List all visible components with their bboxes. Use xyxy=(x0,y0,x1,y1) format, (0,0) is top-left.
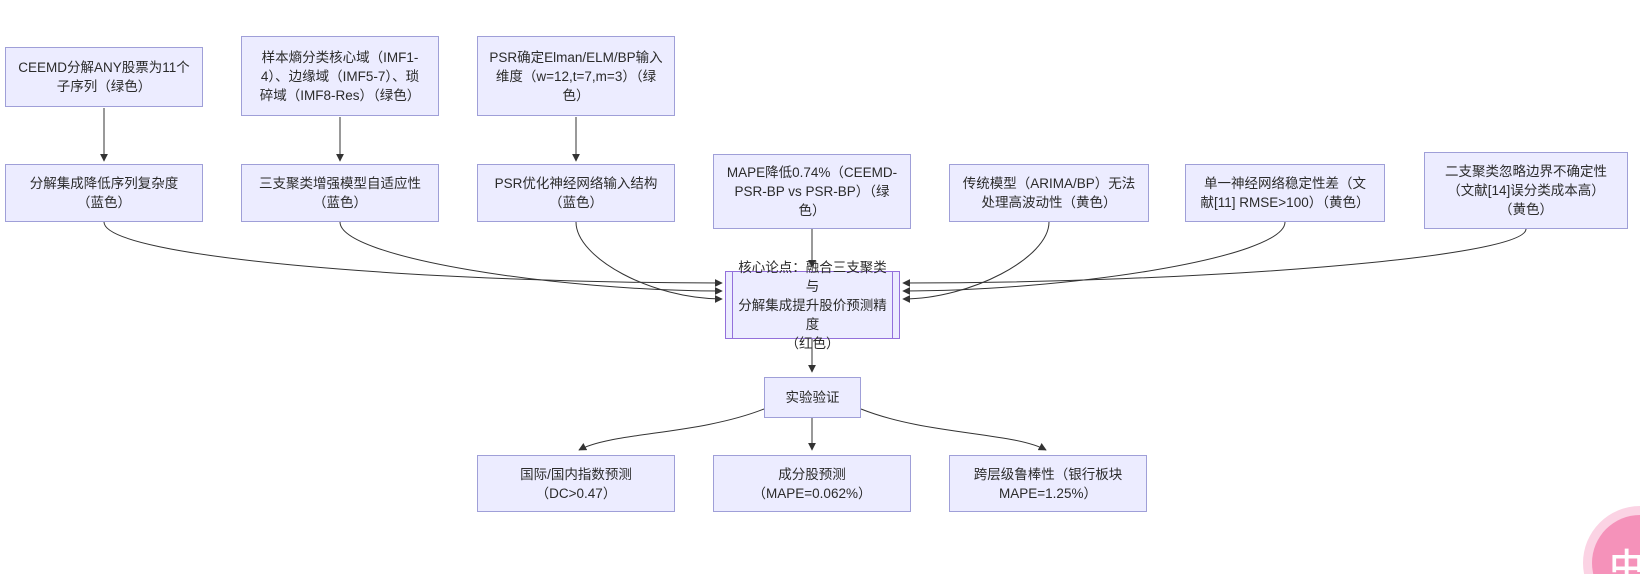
node-experimental-validation: 实验验证 xyxy=(764,377,861,418)
node-label: CEEMD分解ANY股票为11个 子序列（绿色） xyxy=(18,60,190,94)
node-label: PSR确定Elman/ELM/BP输入 维度（w=12,t=7,m=3）（绿 色… xyxy=(489,49,663,103)
node-label: 国际/国内指数预测 （DC>0.47） xyxy=(520,466,632,501)
node-two-way-clustering-limitation: 二支聚类忽略边界不确定性 （文献[14]误分类成本高） （黄色） xyxy=(1424,152,1628,229)
edge-validation-r1 xyxy=(578,408,765,451)
node-label: PSR优化神经网络输入结构 （蓝色） xyxy=(494,176,658,210)
translate-icon: 中A xyxy=(1609,547,1640,574)
edge-b6-core xyxy=(902,221,1286,295)
node-cross-level-robustness: 跨层级鲁棒性（银行板块 MAPE=1.25%） xyxy=(949,455,1147,512)
node-ceemd-decomposition: CEEMD分解ANY股票为11个 子序列（绿色） xyxy=(5,47,203,107)
node-label: MAPE降低0.74%（CEEMD- PSR-BP vs PSR-BP）（绿 色… xyxy=(726,165,898,218)
subroutine-bar-right xyxy=(892,272,893,338)
node-core-thesis: 核心论点：融合三支聚类与 分解集成提升股价预测精度 （红色） xyxy=(725,260,900,351)
node-psr-optimizes-input-structure: PSR优化神经网络输入结构 （蓝色） xyxy=(477,164,675,222)
translate-button[interactable]: 中A xyxy=(1592,515,1640,574)
node-label: 跨层级鲁棒性（银行板块 MAPE=1.25%） xyxy=(973,466,1123,501)
node-traditional-model-limitation: 传统模型（ARIMA/BP）无法 处理高波动性（黄色） xyxy=(949,164,1149,222)
edge-b5-core xyxy=(902,221,1050,303)
node-single-nn-instability: 单一神经网络稳定性差（文 献[11] RMSE>100）（黄色） xyxy=(1185,164,1385,222)
node-label: 实验验证 xyxy=(785,390,840,405)
edge-b1-core xyxy=(103,221,723,287)
edge-b2-core xyxy=(339,221,723,295)
edge-validation-r3 xyxy=(860,408,1047,451)
node-label: 二支聚类忽略边界不确定性 （文献[14]误分类成本高） （黄色） xyxy=(1445,164,1607,217)
node-decomposition-reduces-complexity: 分解集成降低序列复杂度 （蓝色） xyxy=(5,164,203,222)
node-three-way-clustering-adaptivity: 三支聚类增强模型自适应性 （蓝色） xyxy=(241,164,439,222)
node-sample-entropy-classification: 样本熵分类核心域（IMF1- 4）、边缘域（IMF5-7）、琐 碎域（IMF8-… xyxy=(241,36,439,116)
node-label: 分解集成降低序列复杂度 （蓝色） xyxy=(29,176,179,210)
node-label: 三支聚类增强模型自适应性 （蓝色） xyxy=(259,176,421,210)
edge-b7-core xyxy=(902,228,1527,287)
node-psr-input-dimension: PSR确定Elman/ELM/BP输入 维度（w=12,t=7,m=3）（绿 色… xyxy=(477,36,675,116)
node-label: 单一神经网络稳定性差（文 献[11] RMSE>100）（黄色） xyxy=(1200,176,1370,210)
node-mape-reduction: MAPE降低0.74%（CEEMD- PSR-BP vs PSR-BP）（绿 色… xyxy=(713,154,911,229)
node-label: 核心论点：融合三支聚类与 分解集成提升股价预测精度 （红色） xyxy=(738,259,887,351)
subroutine-bar-left xyxy=(732,272,733,338)
edge-b3-core xyxy=(575,221,723,303)
node-label: 样本熵分类核心域（IMF1- 4）、边缘域（IMF5-7）、琐 碎域（IMF8-… xyxy=(259,49,421,103)
node-label: 成分股预测 （MAPE=0.062%） xyxy=(752,466,872,501)
node-constituent-stock-prediction: 成分股预测 （MAPE=0.062%） xyxy=(713,455,911,512)
node-label: 传统模型（ARIMA/BP）无法 处理高波动性（黄色） xyxy=(962,176,1136,210)
node-index-prediction: 国际/国内指数预测 （DC>0.47） xyxy=(477,455,675,512)
